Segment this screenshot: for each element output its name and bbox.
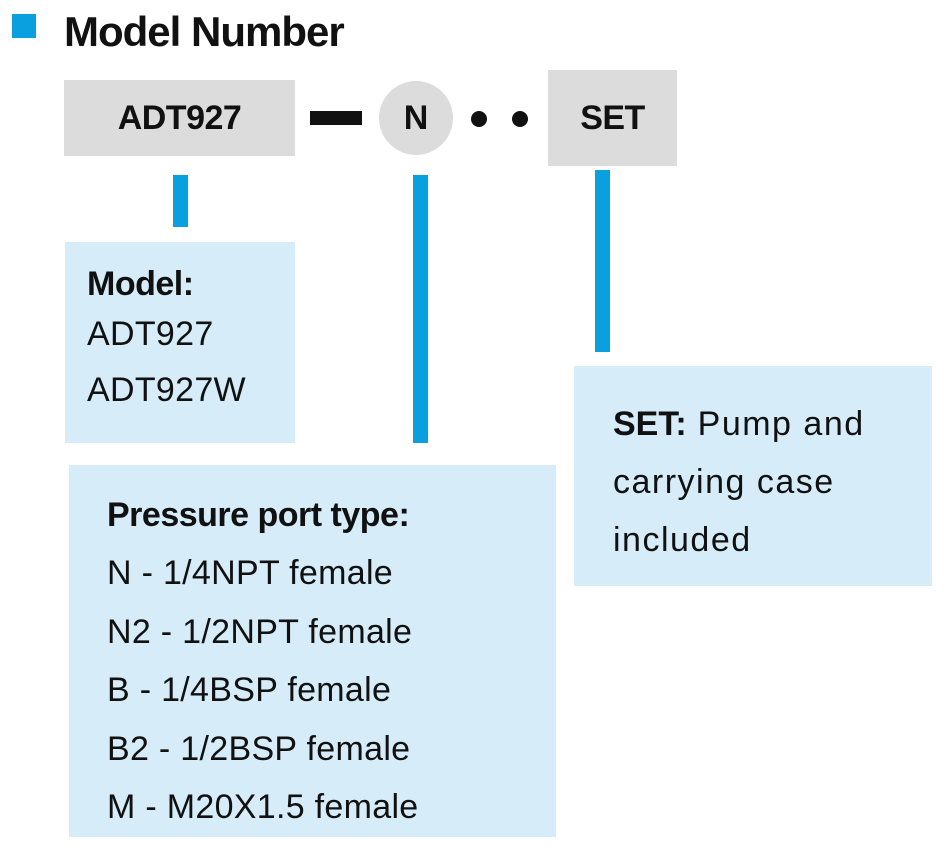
port-code-circle: N [379,81,453,155]
port-option: M - M20X1.5 female [107,788,419,826]
model-code-box: ADT927 [64,80,295,156]
code-separator-dot [512,111,528,127]
port-description-heading: Pressure port type: [107,496,410,534]
model-option: ADT927 [87,315,214,353]
set-description-box: SET: Pump and carrying case included [574,366,932,586]
port-option: N2 - 1/2NPT female [107,612,413,651]
set-code-box: SET [548,70,677,166]
set-description-body: Pump and carrying case included [613,405,865,559]
model-description-heading: Model: [87,265,194,303]
heading-bullet-square [12,14,36,38]
set-description-text: SET: Pump and carrying case included [613,395,903,569]
port-option: B - 1/4BSP female [107,671,392,709]
set-connector-line [595,170,610,352]
set-description-label: SET: [613,405,687,443]
model-description-box: Model: ADT927 ADT927W [65,242,295,443]
code-separator-dash [310,111,362,125]
model-option: ADT927W [87,371,246,409]
model-connector-line [173,175,188,227]
port-description-box: Pressure port type: N - 1/4NPT female N2… [69,465,556,837]
code-separator-dot [471,111,487,127]
page-title: Model Number [64,8,345,55]
port-option: N - 1/4NPT female [107,554,394,592]
port-option: B2 - 1/2BSP female [107,729,411,768]
port-connector-line [413,175,428,443]
